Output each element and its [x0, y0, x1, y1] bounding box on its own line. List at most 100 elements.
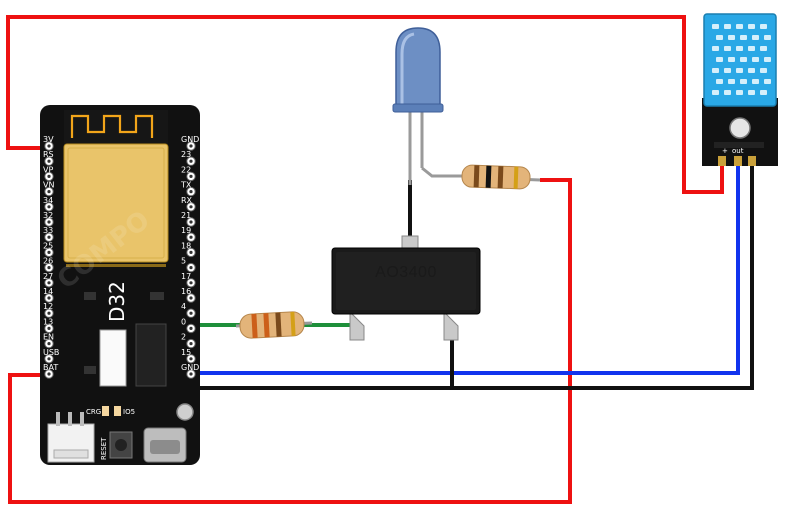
left-pin-label: EN	[43, 333, 54, 342]
sensor-grille-slot	[740, 79, 747, 84]
sensor-grille-slot	[748, 46, 755, 51]
right-pin-hole	[189, 205, 193, 209]
wire-3v-to-sensor-vcc	[6, 15, 724, 194]
left-pin-label: 34	[43, 196, 53, 205]
blue-led	[392, 27, 465, 185]
sensor-grille-slot	[724, 46, 731, 51]
sensor-grille-slot	[736, 90, 743, 95]
right-pin-hole	[189, 266, 193, 270]
sensor-grille-slot	[728, 35, 735, 40]
right-pin-hole	[189, 311, 193, 315]
right-pin-label: 18	[181, 241, 191, 250]
wroom-module	[63, 143, 169, 263]
right-pin-hole	[189, 357, 193, 361]
right-pin-hole	[189, 220, 193, 224]
left-pin-hole	[47, 296, 51, 300]
sensor-grille-slot	[736, 46, 743, 51]
right-pin-hole	[189, 296, 193, 300]
mosfet-ao3400: AO3400	[331, 235, 481, 341]
left-pin-hole	[47, 205, 51, 209]
right-pin-hole	[189, 174, 193, 178]
sensor-pin-vcc	[718, 156, 726, 166]
left-pin-hole	[47, 311, 51, 315]
right-pin-hole	[189, 235, 193, 239]
dht11-sensor-module: + out	[702, 13, 778, 166]
left-pin-label: 26	[43, 257, 53, 266]
sensor-grille-slot	[764, 79, 771, 84]
sensor-grille-slot	[712, 46, 719, 51]
left-pin-hole	[47, 372, 51, 376]
esp32-d32-board: D32 COMPO CRG IO5 RESET	[40, 105, 200, 465]
right-pin-hole	[189, 144, 193, 148]
sensor-grille-slot	[728, 57, 735, 62]
left-pin-label: 13	[43, 317, 53, 326]
right-pin-label: 2	[181, 333, 186, 342]
mosfet-label: AO3400	[375, 264, 437, 281]
sensor-grille-slot	[740, 35, 747, 40]
sensor-grille-slot	[760, 46, 767, 51]
left-pin-label: 33	[43, 226, 53, 235]
right-pin-label: GND	[181, 135, 199, 144]
left-pin-hole	[47, 159, 51, 163]
wire-pin15-to-sensor-out	[188, 165, 740, 375]
left-pin-label: USB	[43, 348, 59, 357]
left-pin-label: 32	[43, 211, 53, 220]
right-pin-label: 5	[181, 257, 186, 266]
sensor-grille-slot	[736, 68, 743, 73]
left-pin-hole	[47, 220, 51, 224]
sensor-grille-slot	[752, 79, 759, 84]
sensor-grille-slot	[716, 57, 723, 62]
sensor-grille-slot	[748, 90, 755, 95]
board-name-label: D32	[105, 281, 129, 322]
sensor-grille-slot	[764, 57, 771, 62]
io5-led	[114, 406, 121, 416]
resistor-gate	[235, 311, 313, 339]
right-pin-hole	[189, 159, 193, 163]
sensor-grille-slot	[712, 90, 719, 95]
right-pin-label: 4	[181, 302, 186, 311]
antenna-trace	[70, 114, 154, 138]
right-pin-label: RX	[181, 196, 193, 205]
right-pin-label: 15	[181, 348, 191, 357]
right-pin-hole	[189, 250, 193, 254]
right-pin-label: TX	[180, 181, 192, 190]
left-pin-hole	[47, 190, 51, 194]
sensor-grille-slot	[752, 57, 759, 62]
sensor-grille-slot	[764, 35, 771, 40]
right-pin-label: 17	[181, 272, 191, 281]
sensor-grille	[712, 24, 771, 95]
sensor-grille-slot	[712, 24, 719, 29]
sensor-mount-hole	[729, 117, 751, 139]
sensor-grille-slot	[736, 24, 743, 29]
mounting-hole	[176, 403, 194, 421]
right-pin-label: GND	[181, 363, 199, 372]
left-pin-label: 14	[43, 287, 53, 296]
left-pin-label: 27	[43, 272, 53, 281]
sensor-grille-slot	[724, 24, 731, 29]
usb-uart-chip	[135, 323, 167, 387]
right-pin-hole	[189, 281, 193, 285]
sensor-grille-slot	[760, 24, 767, 29]
left-pin-label: 12	[43, 302, 53, 311]
left-pin-label: BAT	[43, 363, 58, 372]
led-label-chg: CRG	[86, 408, 101, 416]
mosfet-right-lead	[443, 310, 459, 341]
left-pin-label: VP	[43, 165, 53, 174]
sensor-grille-slot	[716, 35, 723, 40]
resistor-led-body	[461, 164, 531, 190]
left-pin-hole	[47, 357, 51, 361]
regulator-chip	[99, 329, 127, 387]
left-pin-hole	[47, 266, 51, 270]
reset-label: RESET	[100, 437, 108, 460]
led-dome	[395, 27, 441, 109]
left-pin-hole	[47, 326, 51, 330]
sensor-grille-slot	[752, 35, 759, 40]
right-pin-hole	[189, 190, 193, 194]
sensor-pin-gnd	[748, 156, 756, 166]
charge-led	[102, 406, 109, 416]
left-pin-hole	[47, 342, 51, 346]
